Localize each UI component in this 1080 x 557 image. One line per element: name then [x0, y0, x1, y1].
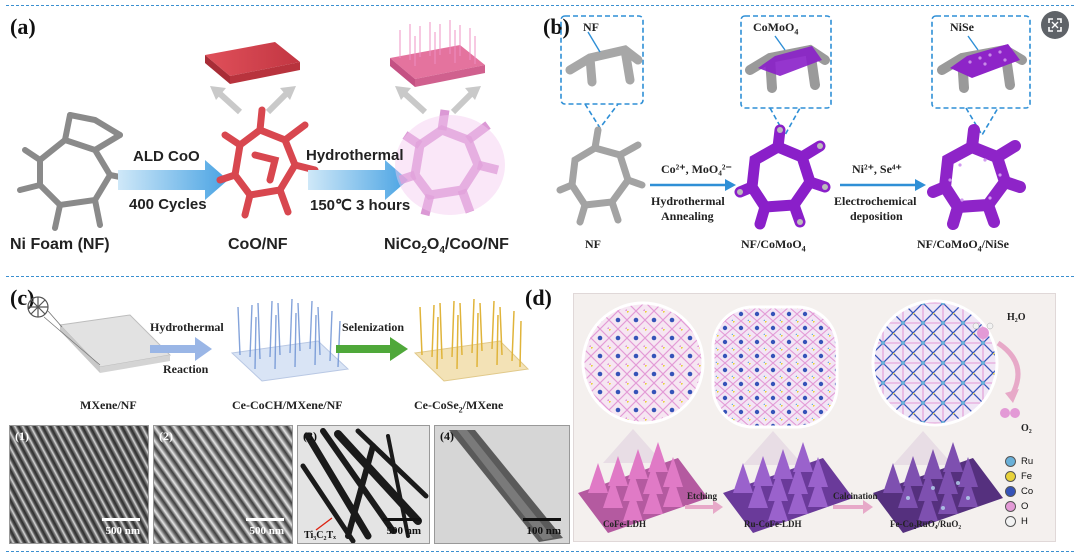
panel-a-label: (a)	[10, 14, 36, 39]
fe-co2ruo4-surface	[873, 442, 1003, 533]
panel-d-label: (d)	[525, 285, 552, 310]
panel-b-ions1: Co²⁺, MoO₄²⁻	[661, 162, 732, 176]
legend-item-h: H	[1005, 514, 1033, 529]
cofe-ldh-caption: CoFe-LDH	[603, 519, 646, 529]
sem-image-1: (1) 500 nm	[9, 425, 149, 544]
tem-image-4-scale: 100 nm	[526, 525, 561, 537]
panel-b-step1-bottom: Annealing	[661, 209, 714, 223]
sem-image-2-number: (2)	[159, 429, 173, 443]
coo-plate	[205, 42, 300, 76]
h2o-label: H₂O	[1007, 312, 1026, 323]
tem-image-4-number: (4)	[440, 429, 454, 443]
nico2o4-coo-nf-caption: NiCo2O4/CoO/NF	[384, 236, 509, 257]
fe-co2ruo4-ruo2-caption: Fe-Co₂RuO₄/RuO₂	[890, 519, 962, 529]
panel-b-step1-top: Hydrothermal	[651, 194, 725, 208]
co-dot	[1005, 486, 1016, 497]
cofe-ldh-surface	[578, 442, 708, 533]
arrow-step2	[308, 160, 408, 200]
scale-bar-3	[383, 518, 421, 521]
panel-d-step1: Etching	[687, 491, 718, 501]
sem-image-1-scale: 500 nm	[105, 525, 140, 537]
bottom-divider	[6, 551, 1074, 552]
ru-cofe-ldh-caption: Ru-CoFe-LDH	[744, 519, 802, 529]
expand-icon	[1048, 18, 1062, 32]
nf-comoo4-caption: NF/CoMoO4	[741, 237, 806, 254]
ni-foam-caption: Ni Foam (NF)	[10, 236, 110, 253]
middle-divider	[6, 276, 1074, 277]
tem-image-3-number: (3)	[303, 429, 317, 443]
panel-b-step2-top: Electrochemical	[834, 194, 917, 208]
arrow-step1	[118, 160, 228, 200]
legend-item-o: O	[1005, 499, 1033, 514]
product-structure	[395, 109, 505, 217]
tem-image-4-rod	[449, 430, 563, 542]
scale-bar-2	[246, 518, 284, 521]
scale-bar-4	[523, 518, 561, 521]
inset-nf-label: NF	[583, 20, 599, 34]
panel-c-step1-bottom: Reaction	[163, 362, 209, 376]
sem-image-2: (2) 500 nm	[153, 425, 293, 544]
panel-c-graphics	[27, 296, 530, 382]
ru-cofe-ldh-surface	[723, 442, 853, 533]
top-divider	[6, 5, 1074, 6]
panel-d-graphics	[578, 299, 1021, 533]
nf-comoo4-nise-caption: NF/CoMoO4/NiSe	[917, 237, 1009, 254]
panel-b-step2-bottom: deposition	[850, 209, 903, 223]
o-dot	[1005, 501, 1016, 512]
coo-nf-caption: CoO/NF	[228, 236, 288, 253]
panel-a-step2-bottom: 150℃ 3 hours	[310, 197, 411, 214]
element-legend: Ru Fe Co O H	[1005, 454, 1033, 529]
tem-image-3-rods	[300, 428, 429, 543]
sem-image-2-scale: 500 nm	[249, 525, 284, 537]
mxene-nf-caption: MXene/NF	[80, 398, 137, 412]
panel-a-step1-top: ALD CoO	[133, 148, 200, 165]
panel-c-label: (c)	[10, 285, 35, 310]
ru-dot	[1005, 456, 1016, 467]
ni-foam-structure	[17, 112, 138, 231]
inset-nise-label: NiSe	[950, 20, 974, 34]
h-dot	[1005, 516, 1016, 527]
panel-b-ions2: Ni²⁺, Se⁴⁺	[852, 162, 902, 176]
panel-b-graphics	[556, 15, 1031, 230]
panel-c-step2: Selenization	[342, 320, 404, 334]
panel-c-step1-top: Hydrothermal	[150, 320, 224, 334]
expand-image-button[interactable]	[1041, 11, 1069, 39]
legend-item-fe: Fe	[1005, 469, 1033, 484]
panel-a-step2-top: Hydrothermal	[306, 147, 404, 164]
panel-b-label: (b)	[543, 14, 570, 39]
fe-dot	[1005, 471, 1016, 482]
legend-item-co: Co	[1005, 484, 1033, 499]
panel-b-nf-caption: NF	[585, 237, 601, 251]
sem-image-1-number: (1)	[15, 429, 29, 443]
ce-coch-caption: Ce-CoCH/MXene/NF	[232, 398, 343, 412]
o2-label: O₂	[1021, 423, 1032, 434]
coo-nf-structure	[216, 106, 319, 219]
tem-image-3-scale: 500 nm	[386, 525, 421, 537]
tem-image-3: (3) Ti₃C₂Tₓ 500 nm	[297, 425, 430, 544]
panel-a-graphics	[17, 20, 505, 231]
scale-bar-1	[102, 518, 140, 521]
inset-comoo4-label: CoMoO4	[753, 20, 799, 37]
panel-a-step1-bottom: 400 Cycles	[129, 196, 207, 213]
legend-item-ru: Ru	[1005, 454, 1033, 469]
ce-cose2-caption: Ce-CoSe2/MXene	[414, 398, 504, 415]
tem-image-3-note: Ti₃C₂Tₓ	[304, 530, 337, 541]
tem-image-4: (4) 100 nm	[434, 425, 570, 544]
panel-d-step2: Calcination	[833, 491, 878, 501]
